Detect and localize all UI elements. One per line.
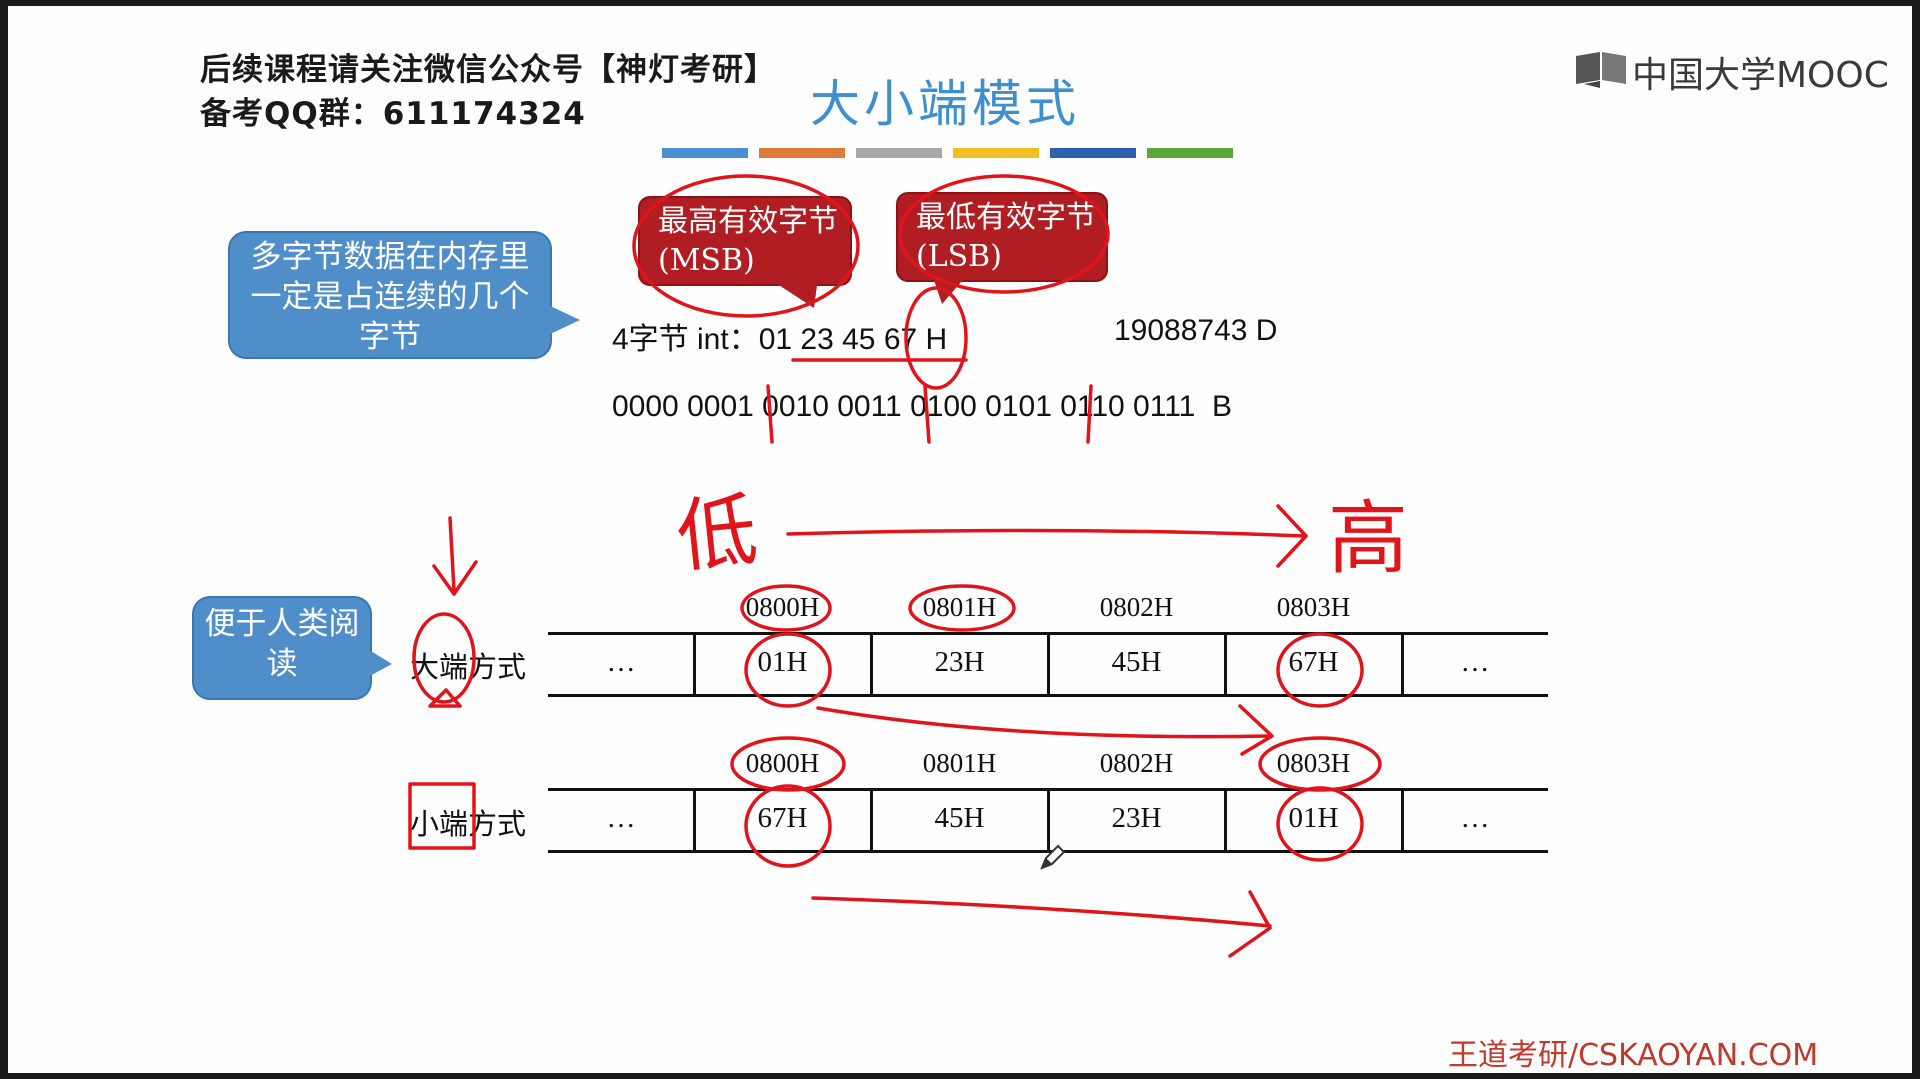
big_endian-cell: …	[606, 646, 636, 678]
addr-0801-circle-top	[908, 584, 1016, 632]
little_endian-cell-divider	[693, 788, 696, 853]
little_endian-cell: …	[606, 802, 636, 834]
big-endian-label: 大端方式	[410, 650, 527, 684]
msb-callout-text: 最高有效字节(MSB)	[658, 204, 838, 278]
big_endian-cell-divider	[870, 632, 873, 697]
little_endian-address: 0802H	[1099, 748, 1174, 778]
color-bar-2	[759, 148, 845, 158]
little_endian-cell: 23H	[1111, 802, 1162, 834]
big-char-circle	[412, 612, 476, 704]
big_endian-cell-divider	[1401, 632, 1404, 697]
big_endian-cell-divider	[1224, 632, 1227, 697]
mooc-logo-icon	[1574, 50, 1628, 90]
little_endian-address: 0800H	[745, 748, 820, 778]
down-arrow-shaft	[448, 516, 456, 592]
big_endian-cell: 01H	[757, 646, 808, 678]
binary-divider-3	[1086, 384, 1093, 444]
handwritten-low: 低	[672, 483, 761, 584]
little_endian-cell-divider	[1047, 788, 1050, 853]
memory-callout-text: 多字节数据在内存里一定是占连续的几个字节	[250, 239, 530, 355]
big_endian-address: 0801H	[922, 592, 997, 622]
watermark-line-1: 后续课程请关注微信公众号【神灯考研】	[200, 52, 776, 88]
addr-0800-circle-bottom	[730, 736, 846, 792]
color-bar-5	[1050, 148, 1136, 158]
big_endian-cell: …	[1460, 646, 1490, 678]
big-row-arrowhead	[1238, 704, 1274, 756]
brand-text: 中国大学MOOC	[1632, 55, 1889, 96]
little_endian-cell: 01H	[1288, 802, 1339, 834]
little_endian-address: 0801H	[922, 748, 997, 778]
big_endian-address: 0802H	[1099, 592, 1174, 622]
memory-callout-pointer	[546, 304, 580, 336]
addr-0800-circle-top	[740, 584, 832, 632]
memory-callout: 多字节数据在内存里一定是占连续的几个字节	[228, 231, 552, 359]
big_endian-cell: 45H	[1111, 646, 1162, 678]
low-high-arrow	[786, 528, 1306, 538]
hex-prefix: 4字节 int：	[612, 323, 759, 356]
pen-cursor-icon	[1040, 844, 1066, 870]
human-read-callout: 便于人类阅读	[192, 596, 372, 700]
footer-brand: 王道考研/CSKAOYAN.COM	[1448, 1038, 1819, 1073]
color-bar-4	[953, 148, 1039, 158]
down-arrow-head	[432, 560, 478, 596]
lsb-callout: 最低有效字节(LSB)	[896, 192, 1108, 282]
low-high-arrowhead	[1276, 504, 1308, 568]
big_endian-address: 0803H	[1276, 592, 1351, 622]
binary-divider-1	[766, 384, 774, 444]
big-char-mark	[428, 688, 462, 708]
lsb-callout-text: 最低有效字节(LSB)	[916, 200, 1096, 274]
lsb-circle	[898, 174, 1110, 294]
little_endian-cell-divider	[870, 788, 873, 853]
hex-value: 01 23 45 67 H	[758, 323, 948, 356]
cell-67-circle-bottom	[744, 784, 832, 868]
decimal-value: 19088743 D	[1114, 314, 1278, 347]
color-bar-3	[856, 148, 942, 158]
watermark-line-2: 备考QQ群：611174324	[200, 96, 586, 132]
little_endian-cell-divider	[1401, 788, 1404, 853]
big_endian-address: 0800H	[745, 592, 820, 622]
little_endian-cell: …	[1460, 802, 1490, 834]
handwritten-high: 高	[1328, 492, 1408, 585]
slide-title: 大小端模式	[810, 75, 1080, 133]
big_endian-cell-divider	[1047, 632, 1050, 697]
binary-line: 0000 0001 0010 0011 0100 0101 0110 0111 …	[612, 390, 1233, 423]
big_endian-cell-divider	[693, 632, 696, 697]
little_endian-cell-divider	[1224, 788, 1227, 853]
msb-circle	[632, 174, 860, 318]
byte-67-circle	[904, 286, 968, 390]
little-endian-label: 小端方式	[410, 807, 527, 841]
cell-01-circle	[744, 632, 832, 708]
human-read-callout-text: 便于人类阅读	[204, 606, 360, 682]
cell-01-circle-bottom	[1276, 786, 1364, 862]
big-row-arrow	[816, 706, 1272, 739]
color-bar-6	[1147, 148, 1233, 158]
little-row-arrowhead	[1228, 890, 1272, 958]
little_endian-cell: 67H	[757, 802, 808, 834]
cell-67-circle	[1276, 632, 1364, 708]
big_endian-cell: 23H	[934, 646, 985, 678]
binary-divider-2	[923, 384, 931, 444]
big_endian-cell: 67H	[1288, 646, 1339, 678]
msb-callout-pointer	[768, 278, 818, 308]
handwritten-annotations: 低 高	[408, 174, 1408, 958]
msb-callout: 最高有效字节(MSB)	[638, 196, 852, 286]
hex-line: 4字节 int：01 23 45 67 H	[612, 314, 947, 358]
little-char-box	[408, 782, 476, 850]
little_endian-cell: 45H	[934, 802, 985, 834]
slide: 后续课程请关注微信公众号【神灯考研】 备考QQ群：611174324 大小端模式…	[8, 6, 1912, 1073]
color-bar-1	[662, 148, 748, 158]
human-read-callout-pointer	[366, 648, 392, 678]
little-row-arrow	[811, 896, 1272, 928]
addr-0803-circle-bottom	[1258, 736, 1382, 792]
little_endian-address: 0803H	[1276, 748, 1351, 778]
